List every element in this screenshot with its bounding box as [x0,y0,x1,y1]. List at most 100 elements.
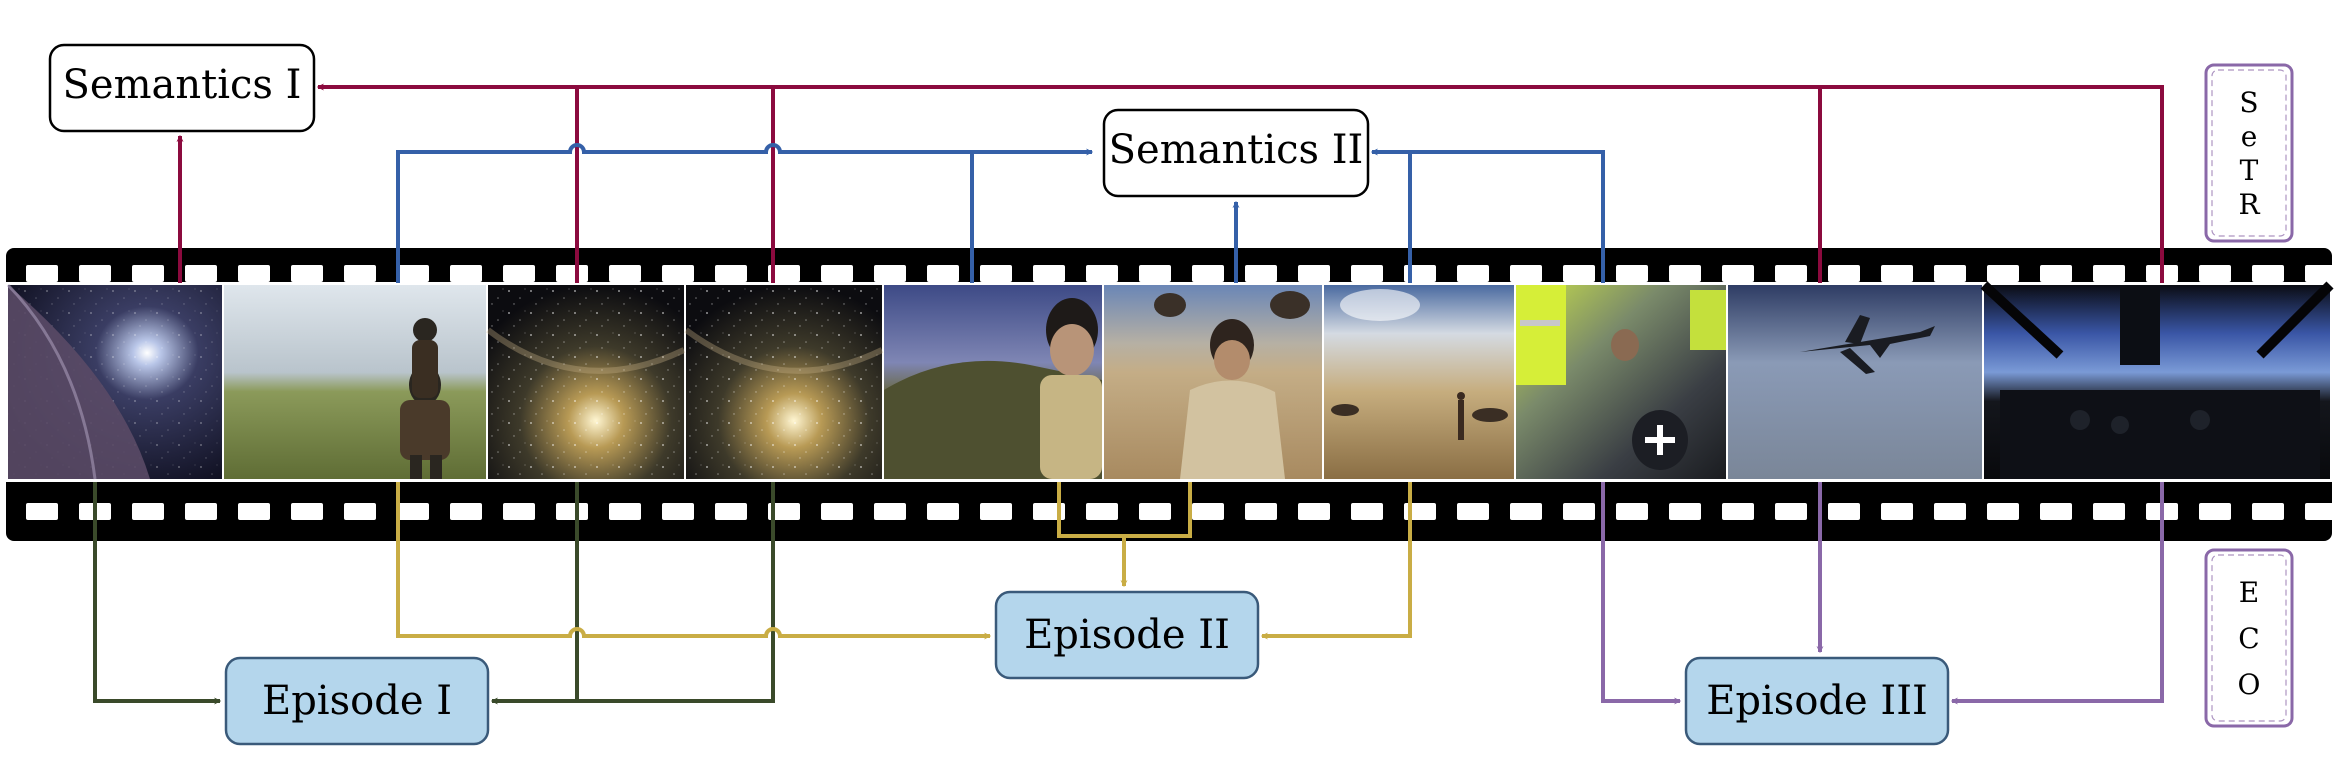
sprocket-hole [2199,503,2231,520]
sprocket-hole [291,265,323,282]
sprocket-hole [185,503,217,520]
frame-man-walking [224,285,486,479]
sprocket-hole [79,265,111,282]
sprocket-hole [1987,265,2019,282]
sprocket-hole [715,265,747,282]
eco-letter-2: C [2238,622,2259,655]
sprocket-hole [1192,503,1224,520]
sprocket-hole [1192,265,1224,282]
semantics-I-node: Semantics I [48,43,316,133]
sprocket-hole [768,503,800,520]
sprocket-hole [609,503,641,520]
sprocket-hole [1881,503,1913,520]
sprocket-hole [503,265,535,282]
episode-I-label: Episode I [262,678,452,724]
sprocket-hole [2040,265,2072,282]
sprocket-row-top [26,265,2337,282]
sprocket-hole [2199,265,2231,282]
sprocket-hole [927,265,959,282]
sprocket-hole [715,503,747,520]
sprocket-hole [980,265,1012,282]
sprocket-hole [132,265,164,282]
sprocket-hole [1722,265,1754,282]
frame-cockpit [1980,281,2334,479]
frame-galaxy-2 [684,285,884,479]
eco-letter-1: E [2239,576,2259,609]
sprocket-hole [1086,503,1118,520]
sprocket-hole [1510,265,1542,282]
sprocket-hole [1775,265,1807,282]
frame-planet [6,283,222,480]
episode-III-node: Episode III [1684,656,1950,746]
sprocket-hole [1987,503,2019,520]
sprocket-hole [2093,503,2125,520]
episode-II-node: Episode II [994,590,1260,680]
sprocket-hole [1245,503,1277,520]
sprocket-hole [2093,265,2125,282]
sprocket-hole [450,265,482,282]
frame-man-volcanic [884,285,1102,479]
sprocket-hole [1722,503,1754,520]
episode-I-node: Episode I [224,656,490,746]
episode-II-label: Episode II [1024,612,1230,658]
episode-I-links [93,482,775,705]
sprocket-hole [1139,503,1171,520]
sprocket-hole [1457,503,1489,520]
sprocket-hole [1616,265,1648,282]
sprocket-hole [2252,265,2284,282]
sprocket-hole [238,265,270,282]
sprocket-hole [185,265,217,282]
episode-III-links [1601,482,2164,705]
setr-letter-2: e [2241,120,2258,153]
sprocket-hole [1563,503,1595,520]
sprocket-hole [556,265,588,282]
sprocket-hole [2305,503,2337,520]
semantics-II-label: Semantics II [1109,127,1364,173]
sprocket-hole [291,503,323,520]
sprocket-hole [26,503,58,520]
sprocket-hole [2040,503,2072,520]
sprocket-hole [1934,265,1966,282]
frame-man-desert [1104,285,1322,479]
sprocket-hole [1828,503,1860,520]
frame-jet [1728,285,1982,479]
setr-letter-3: T [2240,154,2259,187]
sprocket-hole [397,503,429,520]
semantics-I-label: Semantics I [63,62,302,108]
episode-III-label: Episode III [1706,678,1928,724]
sprocket-hole [1828,265,1860,282]
sprocket-hole [397,265,429,282]
sprocket-hole [821,265,853,282]
sprocket-hole [1934,503,1966,520]
sprocket-hole [2305,265,2337,282]
sprocket-hole [1457,265,1489,282]
sprocket-hole [1298,503,1330,520]
sprocket-hole [26,265,58,282]
sprocket-hole [1298,265,1330,282]
sprocket-hole [1086,265,1118,282]
sprocket-hole [1351,265,1383,282]
sprocket-hole [1139,265,1171,282]
semantics-II-node: Semantics II [1102,108,1370,198]
sprocket-hole [768,265,800,282]
sprocket-hole [927,503,959,520]
sprocket-hole [821,503,853,520]
sprocket-hole [1616,503,1648,520]
sprocket-hole [344,265,376,282]
sprocket-hole [2252,503,2284,520]
semantics-I-links [176,83,2164,283]
setr-side-label: S e T R [2204,63,2294,243]
sprocket-hole [874,503,906,520]
sprocket-hole [1033,265,1065,282]
semantics-II-links [396,143,1605,283]
sprocket-hole [556,503,588,520]
sprocket-hole [450,503,482,520]
sprocket-hole [1510,503,1542,520]
setr-letter-1: S [2239,86,2258,119]
sprocket-hole [503,503,535,520]
eco-letter-3: O [2238,668,2261,701]
sprocket-hole [344,503,376,520]
setr-letter-4: R [2238,188,2260,221]
sprocket-hole [1775,503,1807,520]
